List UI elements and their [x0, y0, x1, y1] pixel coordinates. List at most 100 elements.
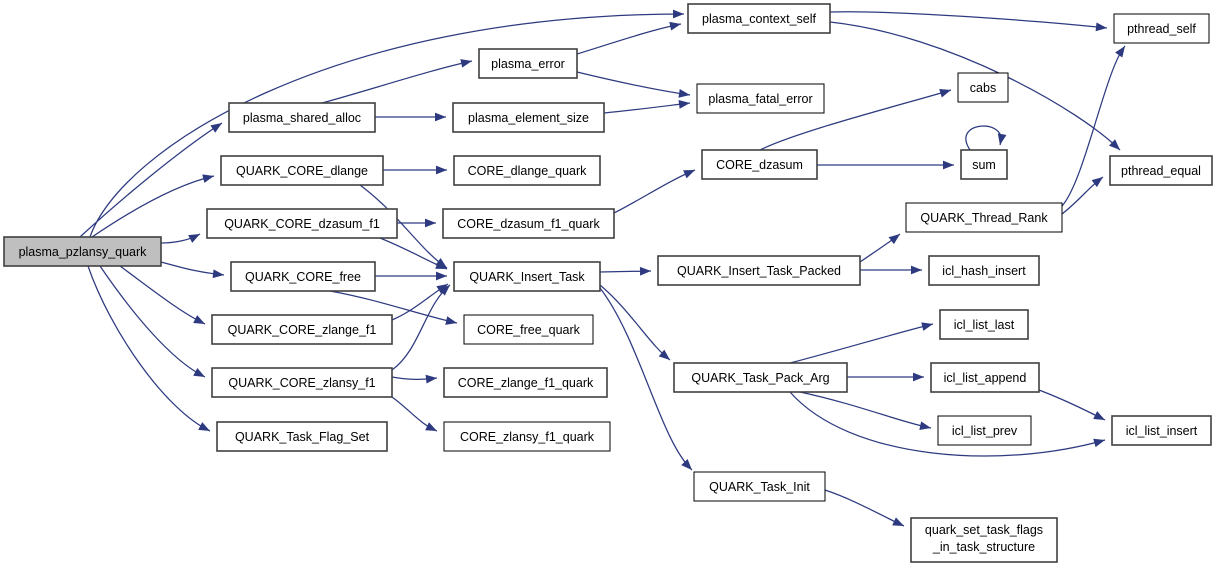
node-box[interactable]: [928, 255, 1040, 286]
node-plasma-pzlansy-quark[interactable]: plasma_pzlansy_quark: [3, 236, 162, 267]
node-quark-core-zlansy-f1[interactable]: QUARK_CORE_zlansy_f1: [211, 367, 393, 398]
arrowhead-core-dzasum-f1-quark-to-core-dzasum: [683, 170, 695, 179]
node-box[interactable]: [211, 314, 393, 345]
node-icl-hash-insert[interactable]: icl_hash_insert: [928, 255, 1040, 286]
arrowhead-quark-task-pack-arg-to-icl-list-prev: [919, 421, 931, 431]
node-label: icl_list_append: [944, 371, 1027, 385]
node-quark-set-task-flags-in-task-structure[interactable]: quark_set_task_flags_in_task_structure: [910, 517, 1058, 563]
node-box[interactable]: [1113, 13, 1210, 44]
node-icl-list-insert[interactable]: icl_list_insert: [1111, 415, 1212, 446]
arrowhead-quark-insert-task-packed-to-icl-hash-insert: [911, 265, 922, 275]
node-label: pthread_self: [1127, 22, 1196, 36]
node-box[interactable]: [211, 367, 393, 398]
edge-quark-task-pack-arg-to-icl-list-prev: [799, 391, 932, 429]
node-label: CORE_zlansy_f1_quark: [460, 430, 595, 444]
node-quark-task-init[interactable]: QUARK_Task_Init: [693, 471, 826, 502]
node-plasma-context-self[interactable]: plasma_context_self: [687, 3, 831, 34]
node-box[interactable]: [230, 261, 376, 292]
node-box[interactable]: [453, 261, 601, 292]
arrowhead-core-dzasum-to-sum: [943, 160, 954, 170]
arrowhead-plasma-pzlansy-quark-to-quark-core-dzasum-f1: [188, 234, 200, 243]
node-icl-list-last[interactable]: icl_list_last: [939, 309, 1029, 340]
node-cabs[interactable]: cabs: [957, 72, 1009, 103]
node-box[interactable]: [693, 471, 826, 502]
node-box[interactable]: [905, 202, 1063, 233]
node-core-dlange-quark[interactable]: CORE_dlange_quark: [453, 155, 601, 186]
node-quark-task-pack-arg[interactable]: QUARK_Task_Pack_Arg: [673, 362, 848, 393]
edge-quark-core-zlansy-f1-to-quark-insert-task: [391, 284, 451, 371]
arrowhead-quark-thread-rank-to-pthread-equal: [1091, 177, 1103, 188]
node-plasma-shared-alloc[interactable]: plasma_shared_alloc: [228, 102, 376, 133]
node-quark-core-free[interactable]: QUARK_CORE_free: [230, 261, 376, 292]
node-box[interactable]: [443, 421, 611, 452]
node-core-dzasum[interactable]: CORE_dzasum: [701, 149, 818, 180]
node-quark-core-dzasum-f1[interactable]: QUARK_CORE_dzasum_f1: [206, 208, 398, 239]
arrowhead-plasma-context-self-to-pthread-self: [1095, 22, 1107, 32]
node-quark-insert-task[interactable]: QUARK_Insert_Task: [453, 261, 601, 292]
node-icl-list-append[interactable]: icl_list_append: [930, 362, 1040, 393]
node-label: icl_list_prev: [952, 424, 1018, 438]
node-core-dzasum-f1-quark[interactable]: CORE_dzasum_f1_quark: [442, 208, 615, 239]
node-box[interactable]: [957, 72, 1009, 103]
node-box[interactable]: [657, 255, 861, 286]
edge-plasma-pzlansy-quark-to-quark-task-flag-set: [87, 265, 211, 432]
node-box[interactable]: [228, 102, 376, 133]
node-box[interactable]: [930, 362, 1040, 393]
edge-core-dzasum-f1-quark-to-core-dzasum: [613, 169, 696, 214]
node-plasma-fatal-error[interactable]: plasma_fatal_error: [696, 83, 825, 114]
node-plasma-error[interactable]: plasma_error: [478, 48, 578, 79]
node-label: plasma_error: [491, 57, 565, 71]
node-quark-insert-task-packed[interactable]: QUARK_Insert_Task_Packed: [657, 255, 861, 286]
arrowhead-plasma-shared-alloc-to-plasma-error: [460, 59, 472, 68]
node-box[interactable]: [696, 83, 825, 114]
arrowhead-plasma-shared-alloc-to-plasma-element-size: [435, 112, 446, 122]
arrowhead-sum-to-sum: [997, 133, 1007, 145]
edge-quark-task-init-to-quark-set-task-flags-in-task-structure: [824, 489, 905, 527]
node-quark-core-zlange-f1[interactable]: QUARK_CORE_zlange_f1: [211, 314, 393, 345]
node-box[interactable]: [687, 3, 831, 34]
node-box[interactable]: [910, 517, 1058, 563]
node-label: plasma_shared_alloc: [243, 111, 361, 125]
node-box[interactable]: [673, 362, 848, 393]
node-layer: plasma_pzlansy_quark plasma_shared_allocQ…: [3, 3, 1213, 563]
node-box[interactable]: [937, 415, 1032, 446]
arrowhead-quark-core-free-to-core-free-quark: [445, 316, 457, 325]
node-box[interactable]: [220, 155, 384, 186]
node-box[interactable]: [206, 208, 398, 239]
node-label: plasma_element_size: [468, 111, 589, 125]
edge-core-dzasum-to-cabs: [759, 89, 952, 151]
node-label: CORE_free_quark: [477, 323, 581, 337]
node-box[interactable]: [478, 48, 578, 79]
node-box[interactable]: [1109, 155, 1213, 186]
node-box[interactable]: [442, 208, 615, 239]
node-box[interactable]: [3, 236, 162, 267]
node-label: CORE_dzasum: [716, 158, 803, 172]
node-box[interactable]: [701, 149, 818, 180]
node-pthread-self[interactable]: pthread_self: [1113, 13, 1210, 44]
node-box[interactable]: [443, 367, 608, 398]
node-box[interactable]: [1111, 415, 1212, 446]
node-plasma-element-size[interactable]: plasma_element_size: [452, 102, 605, 133]
node-core-zlansy-f1-quark[interactable]: CORE_zlansy_f1_quark: [443, 421, 611, 452]
node-box[interactable]: [453, 155, 601, 186]
node-label: QUARK_CORE_zlansy_f1: [228, 376, 375, 390]
node-box[interactable]: [960, 149, 1008, 180]
node-box[interactable]: [939, 309, 1029, 340]
arrowhead-core-dzasum-to-cabs: [939, 89, 951, 98]
node-box[interactable]: [463, 314, 594, 345]
node-quark-task-flag-set[interactable]: QUARK_Task_Flag_Set: [216, 421, 388, 452]
node-core-zlange-f1-quark[interactable]: CORE_zlange_f1_quark: [443, 367, 608, 398]
edge-plasma-pzlansy-quark-to-quark-core-zlansy-f1: [99, 265, 206, 378]
node-box[interactable]: [216, 421, 388, 452]
node-box[interactable]: [452, 102, 605, 133]
arrowhead-quark-insert-task-packed-to-quark-thread-rank: [888, 234, 900, 245]
node-sum[interactable]: sum: [960, 149, 1008, 180]
node-pthread-equal[interactable]: pthread_equal: [1109, 155, 1213, 186]
node-quark-core-dlange[interactable]: QUARK_CORE_dlange: [220, 155, 384, 186]
arrowhead-quark-core-dlange-to-core-dlange-quark: [436, 165, 447, 175]
node-quark-thread-rank[interactable]: QUARK_Thread_Rank: [905, 202, 1063, 233]
node-core-free-quark[interactable]: CORE_free_quark: [463, 314, 594, 345]
node-icl-list-prev[interactable]: icl_list_prev: [937, 415, 1032, 446]
arrowhead-quark-task-init-to-quark-set-task-flags-in-task-structure: [892, 517, 904, 526]
